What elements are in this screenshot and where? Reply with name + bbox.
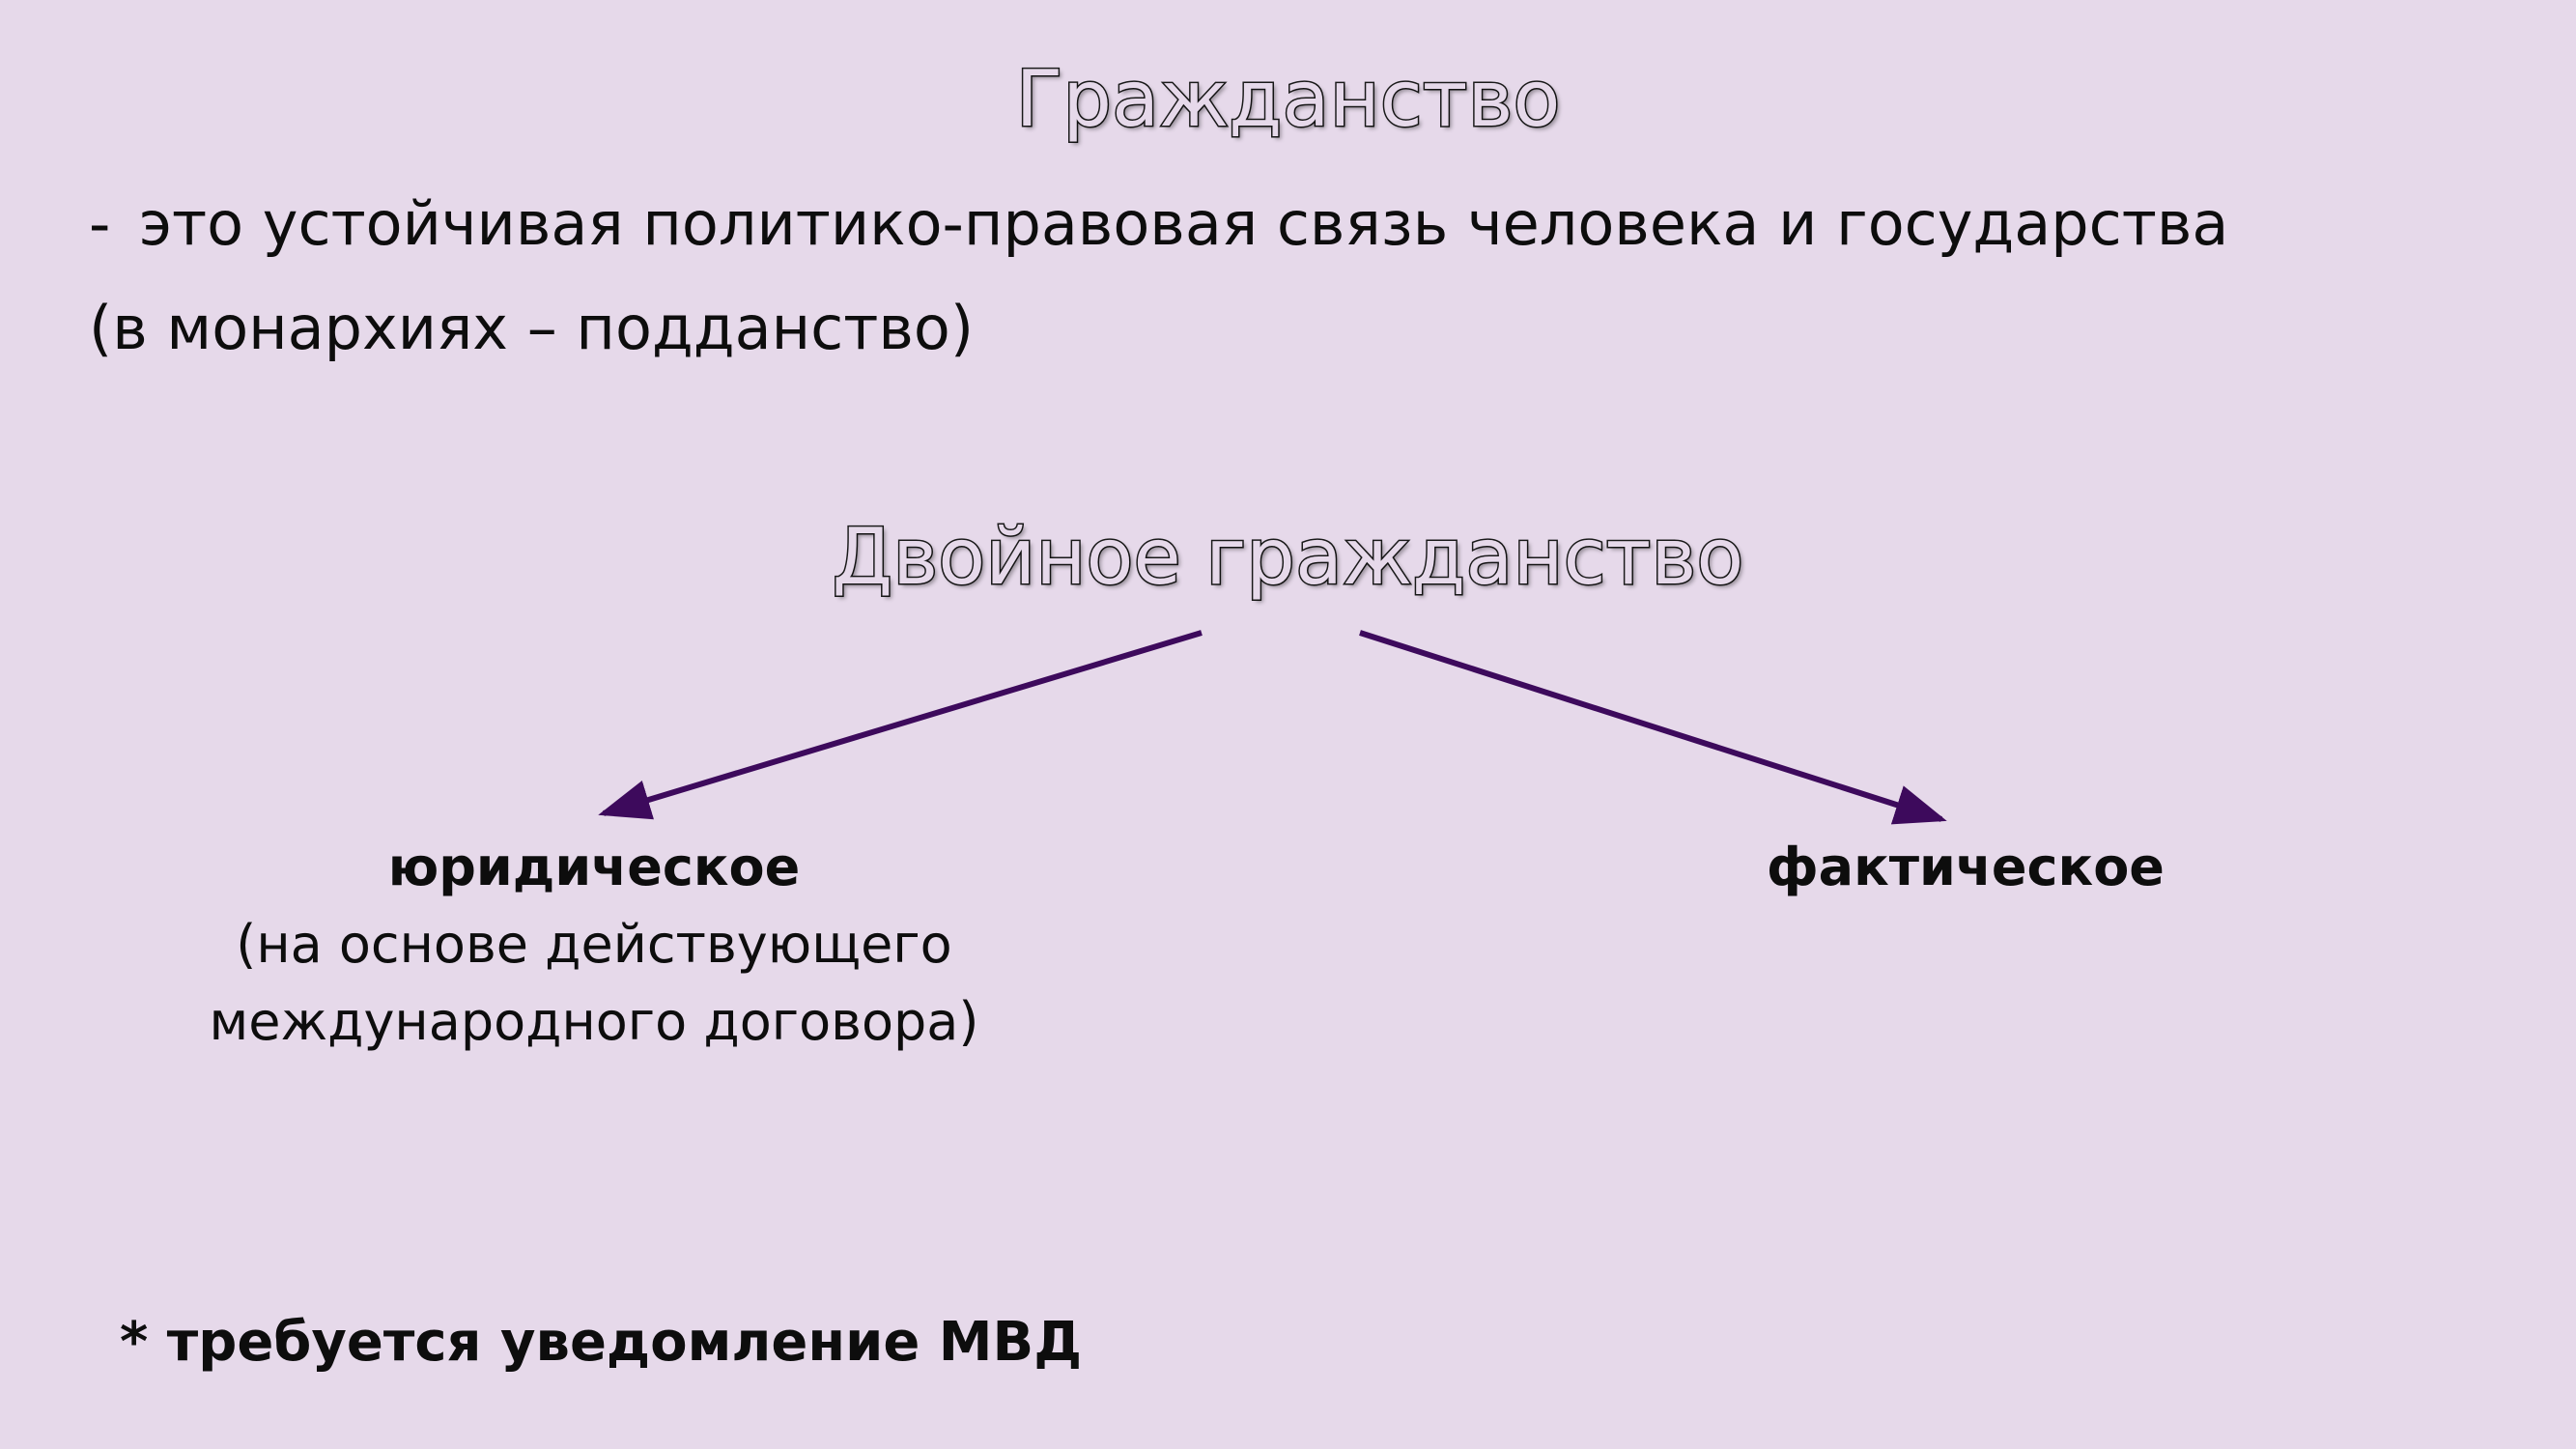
branch-legal: юридическое (на основе действующего межд… (184, 829, 1005, 1061)
branch-legal-description-line-2: международного договора) (209, 991, 979, 1052)
definition-dash: - (89, 188, 111, 259)
branch-actual: фактическое (1681, 829, 2250, 906)
dual-citizenship-heading: Двойное гражданство (831, 511, 1745, 604)
branch-legal-heading: юридическое (387, 837, 801, 897)
footnote: * требуется уведомление МВД (120, 1311, 1083, 1374)
definition-body: это устойчивая политико-правовая связь ч… (139, 188, 2229, 259)
slide-title: Гражданство (1014, 53, 1562, 146)
arrow-to-legal (598, 630, 1203, 820)
monarchy-note: (в монархиях – подданство) (89, 293, 975, 363)
arrow-to-actual (1359, 630, 1947, 825)
branch-actual-heading: фактическое (1767, 837, 2165, 897)
branch-legal-description-line-1: (на основе действующего (236, 914, 952, 975)
definition-text: -это устойчивая политико-правовая связь … (89, 176, 2228, 272)
